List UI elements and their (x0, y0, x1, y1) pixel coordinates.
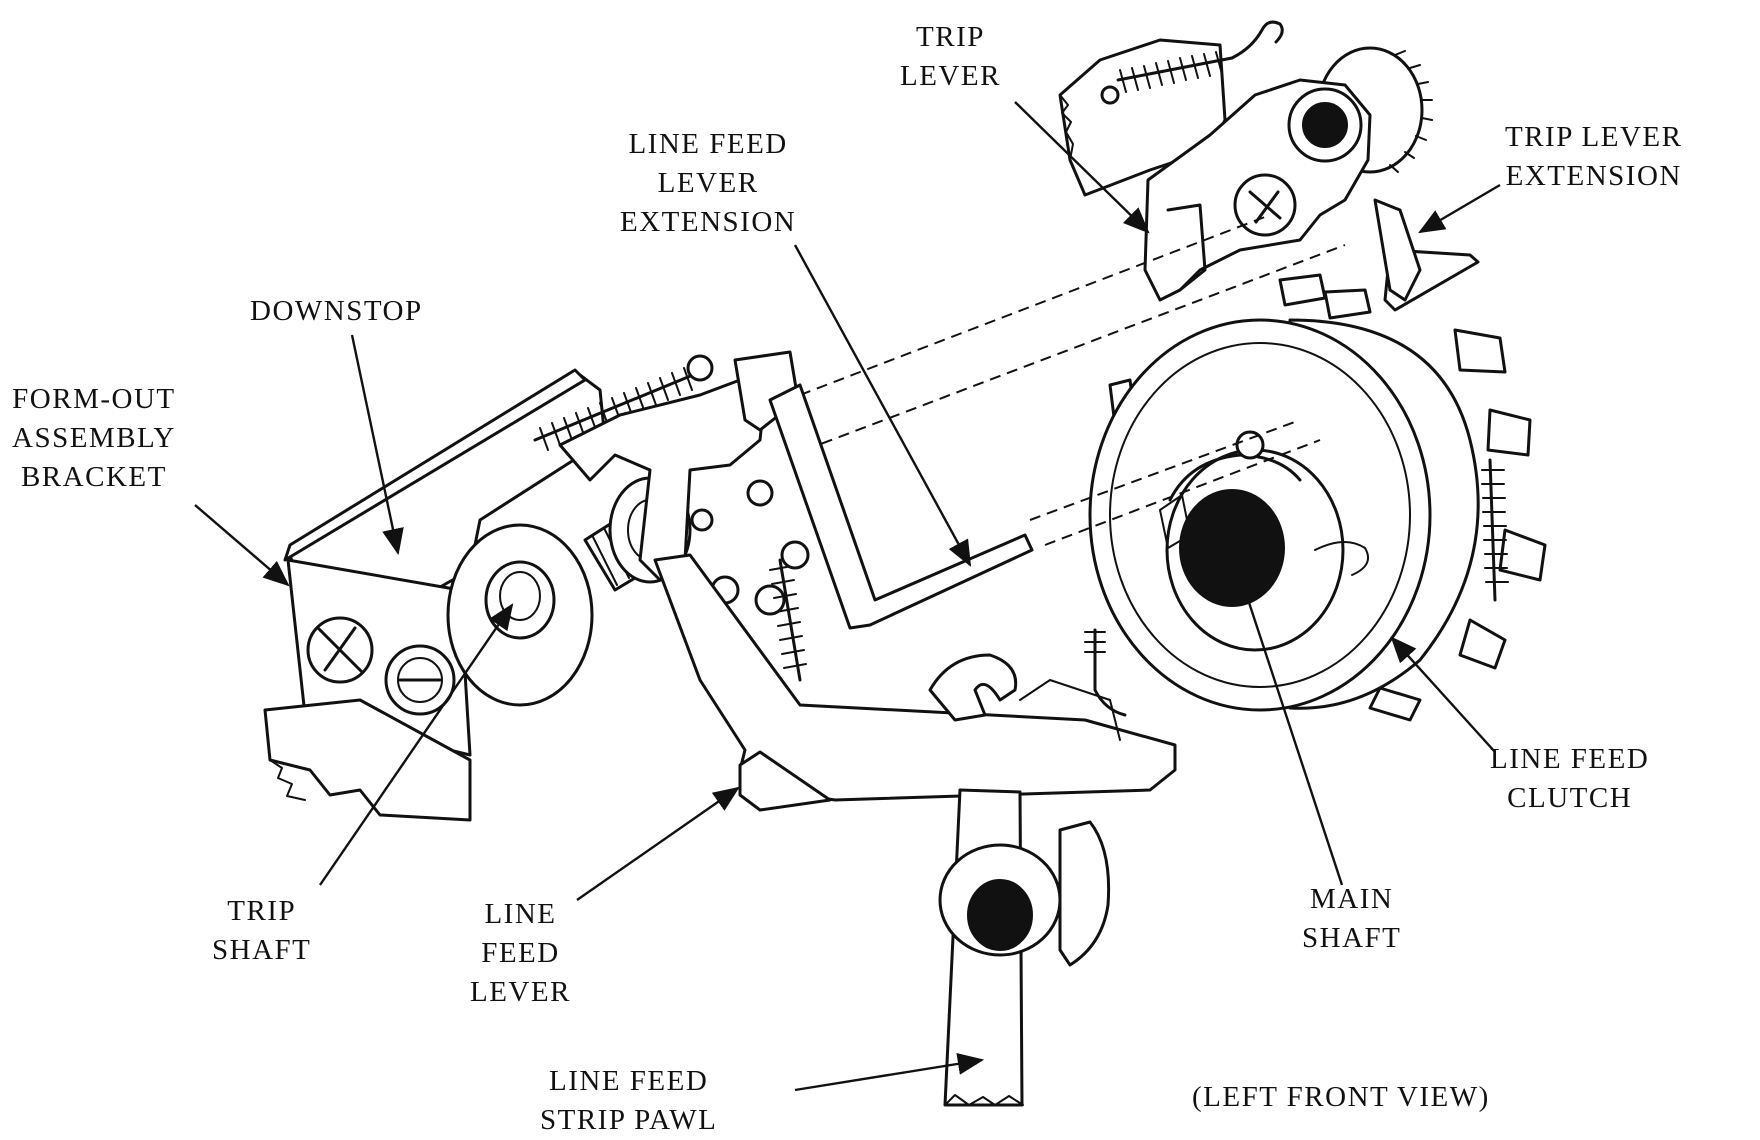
leader-trip-shaft (319, 603, 514, 886)
leader-trip-lever-extension (1418, 183, 1501, 234)
view-caption: (LEFT FRONT VIEW) (1192, 1081, 1490, 1113)
label-line-feed-strip-pawl: LINE FEED STRIP PAWL (540, 1065, 718, 1136)
clutch-spring (1481, 458, 1509, 602)
clutch-teeth (1108, 273, 1547, 722)
leader-form-out-bracket (194, 504, 290, 587)
leader-lines (194, 101, 1501, 1092)
label-trip-lever-extension: TRIP LEVER EXTENSION (1505, 121, 1683, 192)
trip-lever-spring (1100, 20, 1284, 105)
line-feed-clutch-drum (1088, 318, 1480, 712)
line-feed-lever (653, 553, 1177, 812)
leader-trip-lever (1014, 101, 1150, 234)
leader-line-feed-clutch (1390, 636, 1496, 753)
leader-downstop (350, 334, 404, 556)
label-form-out-assembly-bracket: FORM-OUT ASSEMBLY BRACKET (12, 383, 176, 493)
label-line-feed-lever: LINE FEED LEVER (470, 898, 571, 1008)
alignment-lines (799, 214, 1346, 546)
eccentric-disc (446, 523, 594, 707)
downstop-spring (533, 354, 714, 451)
label-line-feed-clutch: LINE FEED CLUTCH (1490, 743, 1650, 814)
leader-main-shaft (1232, 557, 1344, 886)
trip-lever-extension (1373, 198, 1480, 312)
line-feed-lever-extension (768, 383, 1034, 630)
line-feed-strip-pawl (938, 788, 1111, 1107)
leader-line-feed-lever (576, 786, 740, 901)
label-trip-shaft: TRIP SHAFT (212, 895, 312, 966)
main-shaft-end (1179, 489, 1285, 607)
leader-line-feed-lever-extension (793, 244, 972, 567)
strip-pawl-pin (967, 879, 1033, 951)
label-downstop: DOWNSTOP (250, 295, 423, 327)
leader-line-feed-strip-pawl (794, 1052, 985, 1092)
label-line-feed-lever-extension: LINE FEED LEVER EXTENSION (620, 128, 797, 238)
bracket-bolts (306, 616, 456, 716)
label-trip-lever: TRIP LEVER (900, 21, 1001, 92)
trip-lever (1143, 78, 1372, 302)
form-out-assembly (263, 350, 1177, 1107)
clutch-assembly (1058, 20, 1547, 722)
label-main-shaft: MAIN SHAFT (1302, 883, 1402, 954)
